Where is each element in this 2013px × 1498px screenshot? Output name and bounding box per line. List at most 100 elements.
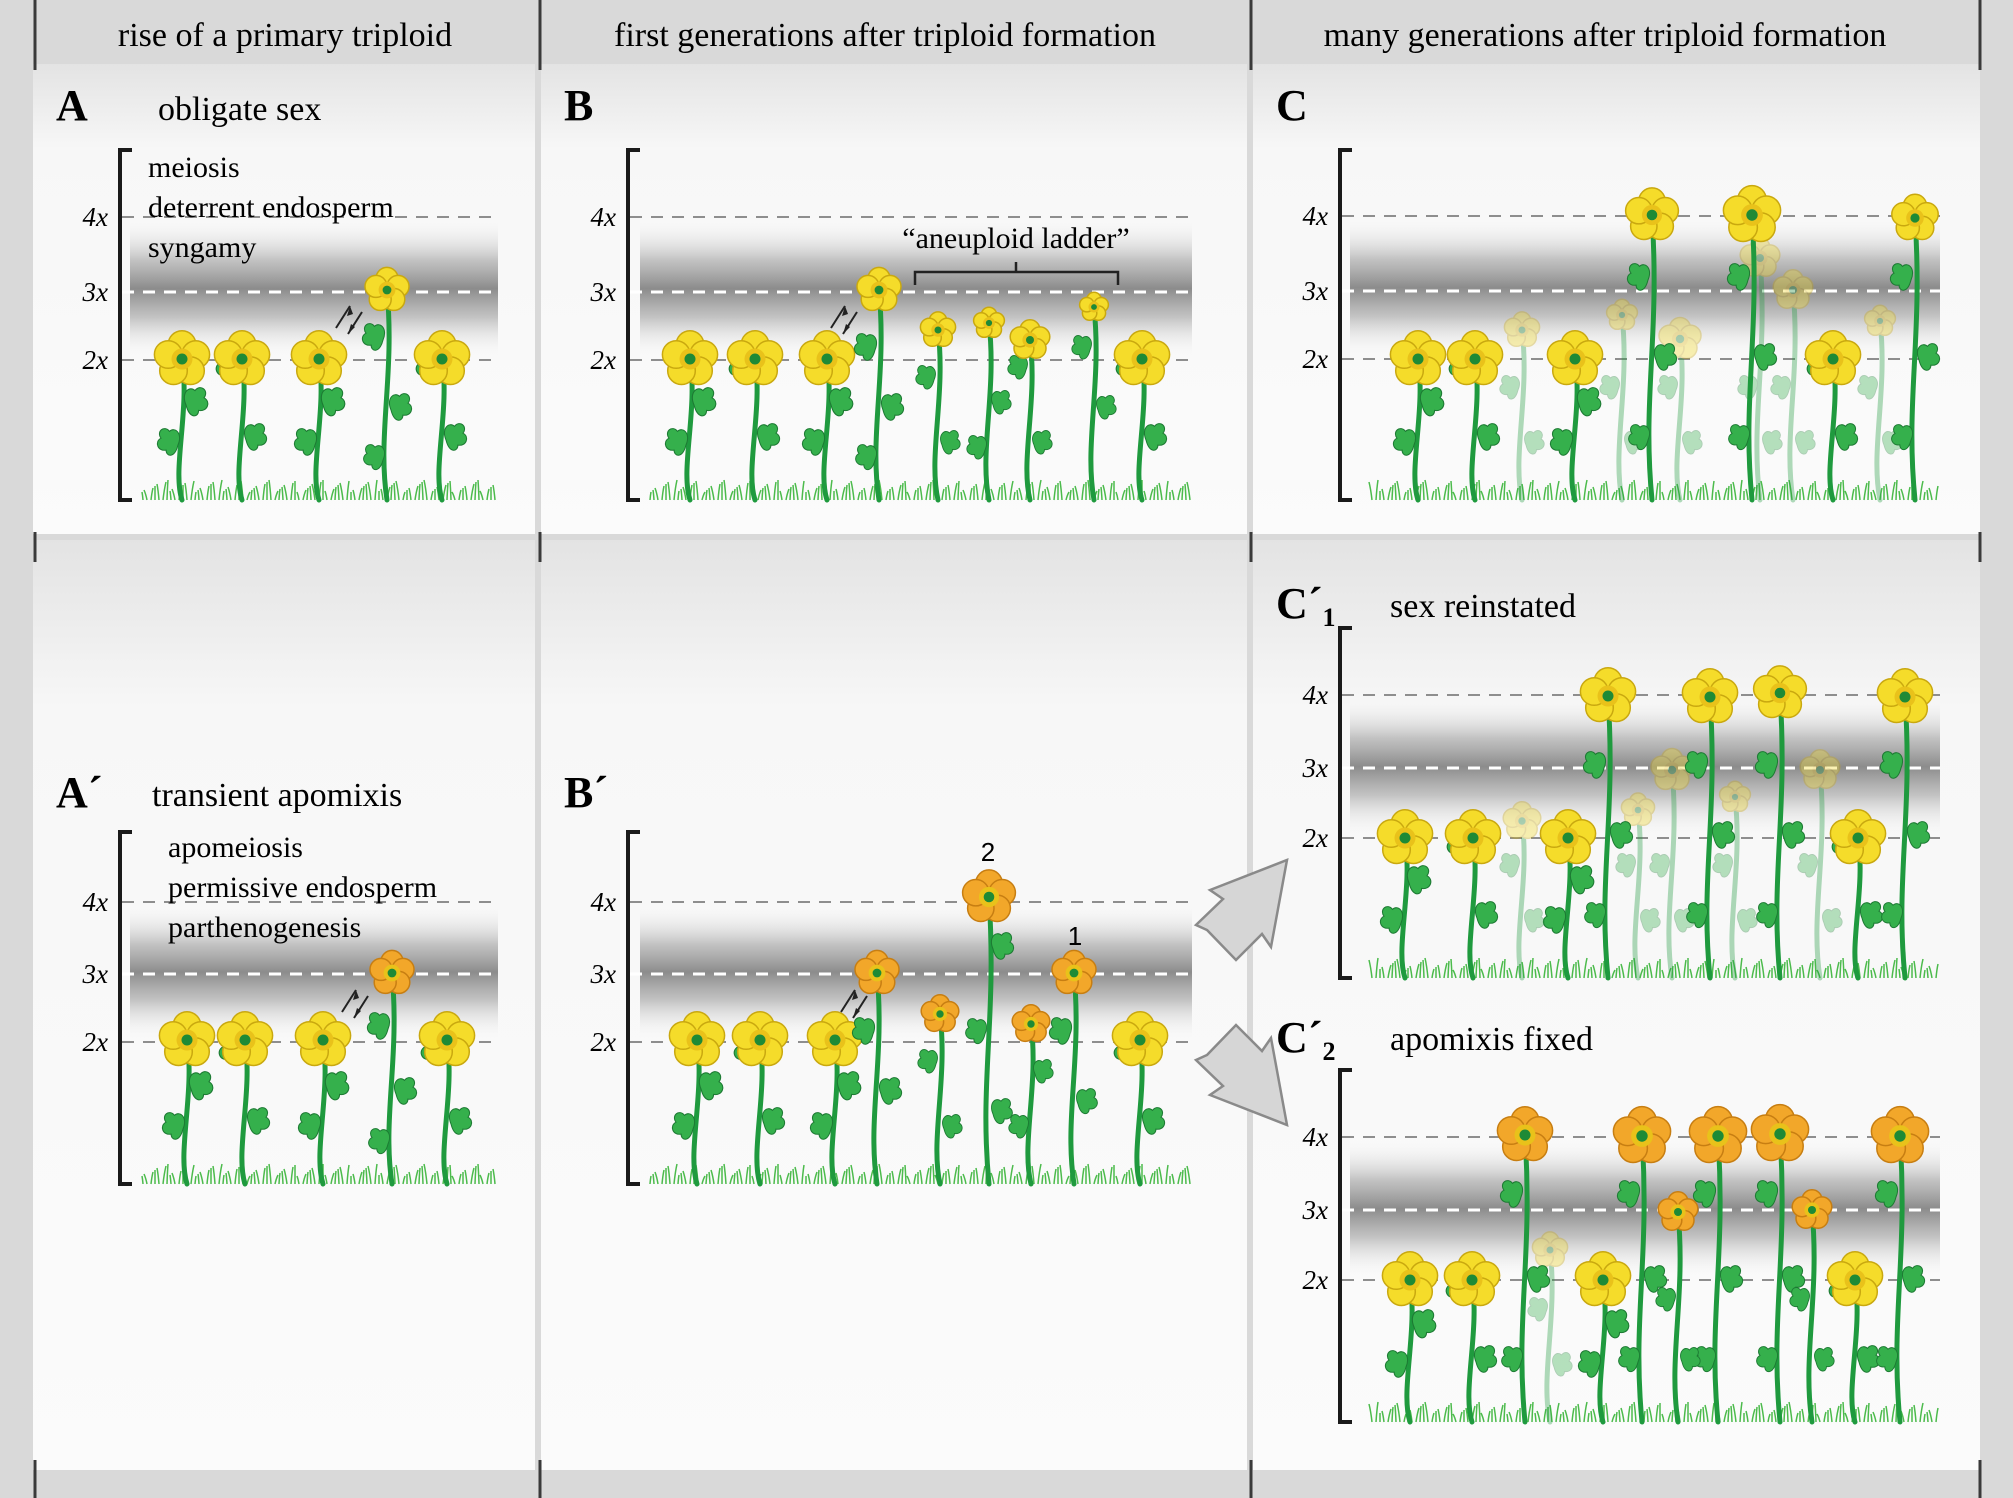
- plant: [1770, 268, 1816, 503]
- flower-icon: [1804, 329, 1862, 386]
- flower-icon: [668, 1010, 726, 1067]
- plant: [853, 266, 905, 503]
- leaf-icon: [1643, 1265, 1668, 1293]
- plant: [1826, 1250, 1884, 1425]
- plant: [1574, 1250, 1632, 1425]
- leaf-icon: [1692, 1180, 1717, 1208]
- plant: [798, 329, 856, 503]
- plant: [966, 306, 1012, 503]
- stem: [1068, 970, 1079, 1187]
- plant: [1111, 1010, 1169, 1187]
- plant: [1737, 236, 1783, 503]
- leaf-icon: [1406, 865, 1432, 895]
- leaf-icon: [1584, 902, 1606, 929]
- ploidy-label-p3: 3x: [82, 959, 109, 989]
- leaf-icon: [1719, 1265, 1744, 1293]
- leaf-icon: [1859, 901, 1884, 929]
- plant: [1829, 808, 1887, 981]
- leaf-icon: [1499, 375, 1520, 400]
- leaf-icon: [940, 430, 961, 455]
- leaf-icon: [1737, 908, 1758, 933]
- plant: [1539, 808, 1597, 981]
- leaf-icon: [1874, 1180, 1899, 1208]
- flower-icon: [1681, 667, 1739, 724]
- panel-letters: A B C A´ B´ C´1 C´2: [56, 81, 1335, 1066]
- plant: [961, 869, 1017, 1187]
- leaf-icon: [1657, 375, 1678, 400]
- plant: [1007, 318, 1053, 503]
- panel-title-C2: apomixis fixed: [1390, 1021, 1593, 1058]
- leaf-icon: [671, 1112, 696, 1140]
- flower-icon: [972, 306, 1006, 339]
- flower-icon: [1688, 1105, 1748, 1164]
- plant: [294, 1010, 352, 1187]
- leaf-icon: [1599, 375, 1620, 400]
- panel-letter-Bp: B´: [564, 768, 608, 817]
- plant: [413, 329, 471, 503]
- stem: [1774, 1131, 1785, 1425]
- plant: [158, 1010, 216, 1187]
- plant: [153, 329, 211, 503]
- plant: [1048, 949, 1098, 1187]
- leaf-icon: [1655, 1287, 1676, 1312]
- leaf-icon: [1901, 1265, 1926, 1293]
- ploidy-label-p3: 3x: [1302, 276, 1329, 306]
- marker-2: 2: [981, 837, 995, 867]
- flower-icon: [1446, 329, 1504, 386]
- plant: [1655, 1190, 1701, 1425]
- leaf-icon: [183, 387, 209, 417]
- leaf-icon: [1499, 1180, 1524, 1208]
- plant: [1071, 291, 1117, 503]
- note-Ap-3: parthenogenesis: [168, 911, 361, 944]
- note-A-2: deterrent endosperm: [148, 191, 394, 224]
- leaf-icon: [1048, 1017, 1073, 1045]
- stem: [1806, 1207, 1817, 1425]
- leaf-icon: [942, 1114, 963, 1139]
- plant: [1443, 1250, 1501, 1425]
- plant: [1752, 665, 1808, 981]
- flower-icon: [806, 1010, 864, 1067]
- flower-icon: [1870, 1105, 1930, 1164]
- leaf-icon: [1879, 751, 1904, 779]
- leaf-icon: [853, 333, 878, 361]
- note-Ap-2: permissive endosperm: [168, 871, 437, 904]
- stem: [1544, 1247, 1555, 1425]
- block-arrow-icon: [1193, 1023, 1289, 1127]
- plant: [216, 1010, 274, 1187]
- double-arrow-icon: [830, 305, 858, 335]
- flower-icon: [1113, 329, 1171, 386]
- flower-icon: [1443, 1250, 1501, 1307]
- flower-icon: [418, 1010, 476, 1067]
- leaf-icon: [1615, 853, 1636, 878]
- leaf-icon: [1753, 343, 1778, 371]
- leaf-icon: [1474, 901, 1499, 929]
- flower-icon: [1503, 311, 1541, 348]
- leaf-icon: [1756, 1346, 1778, 1373]
- flower-icon: [1579, 666, 1637, 723]
- leaf-icon: [1876, 1346, 1898, 1373]
- ploidy-label-p2: 2x: [1303, 344, 1329, 374]
- leaf-icon: [443, 423, 468, 451]
- leaf-icon: [188, 1071, 214, 1101]
- plant: [1657, 316, 1703, 503]
- ploidy-axis: [1338, 626, 1352, 980]
- double-arrow-icon: [840, 989, 868, 1019]
- stem: [1024, 337, 1035, 503]
- leaf-icon: [698, 1071, 724, 1101]
- stem: [1088, 304, 1099, 503]
- leaf-icon: [965, 1018, 987, 1045]
- leaf-icon: [761, 1107, 786, 1135]
- flower-icon: [1718, 780, 1752, 813]
- plant: [361, 266, 413, 503]
- stem: [1746, 212, 1757, 503]
- leaf-icon: [1640, 908, 1661, 933]
- ploidy-label-p2: 2x: [1303, 823, 1329, 853]
- flower-icon: [1531, 1231, 1569, 1268]
- leaf-icon: [1626, 263, 1651, 291]
- plant: [1008, 1003, 1054, 1187]
- plant: [1612, 1105, 1672, 1425]
- leaf-icon: [1916, 343, 1941, 371]
- stem: [1672, 1209, 1683, 1425]
- stem: [932, 327, 943, 503]
